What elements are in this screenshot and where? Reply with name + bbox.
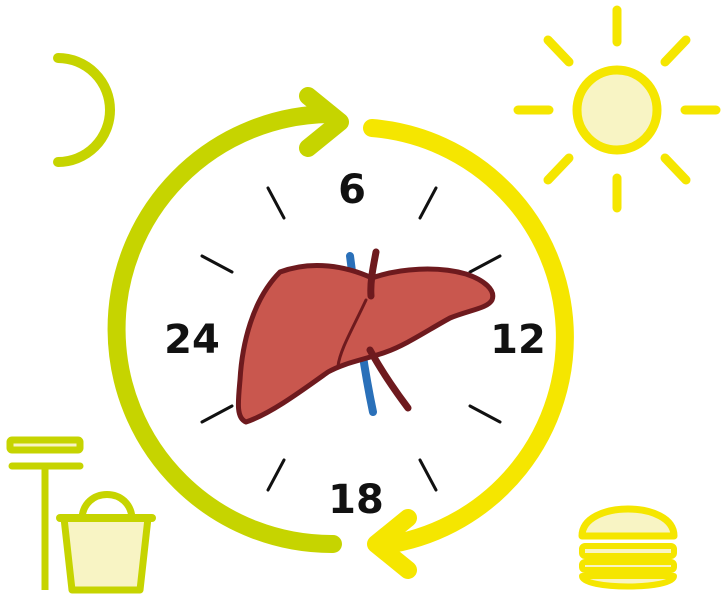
mop-head [10,440,80,450]
sun-icon [518,10,716,208]
tick-5 [202,406,232,422]
tick-7 [268,460,284,490]
burger-bottom-bun [582,576,674,587]
hour-label-18: 18 [328,477,384,523]
hour-label-12: 12 [490,317,546,363]
bucket-and-mop-icon [10,440,152,590]
tick-3 [202,256,232,272]
burger-patty [582,546,674,556]
hour-label-24: 24 [164,317,220,363]
bucket-body [64,518,148,590]
liver-vessel-bottom [370,350,408,408]
tick-8 [420,460,436,490]
hour-label-6: 6 [338,167,366,213]
burger-filling [582,562,674,570]
tick-6 [470,406,500,422]
liver-icon [238,252,492,422]
burger-icon [582,509,674,587]
crescent-moon-icon [58,58,110,162]
burger-top-bun [582,509,674,536]
liver-body [238,265,492,422]
tick-1 [268,188,284,218]
tick-2 [420,188,436,218]
tick-4 [470,256,500,272]
